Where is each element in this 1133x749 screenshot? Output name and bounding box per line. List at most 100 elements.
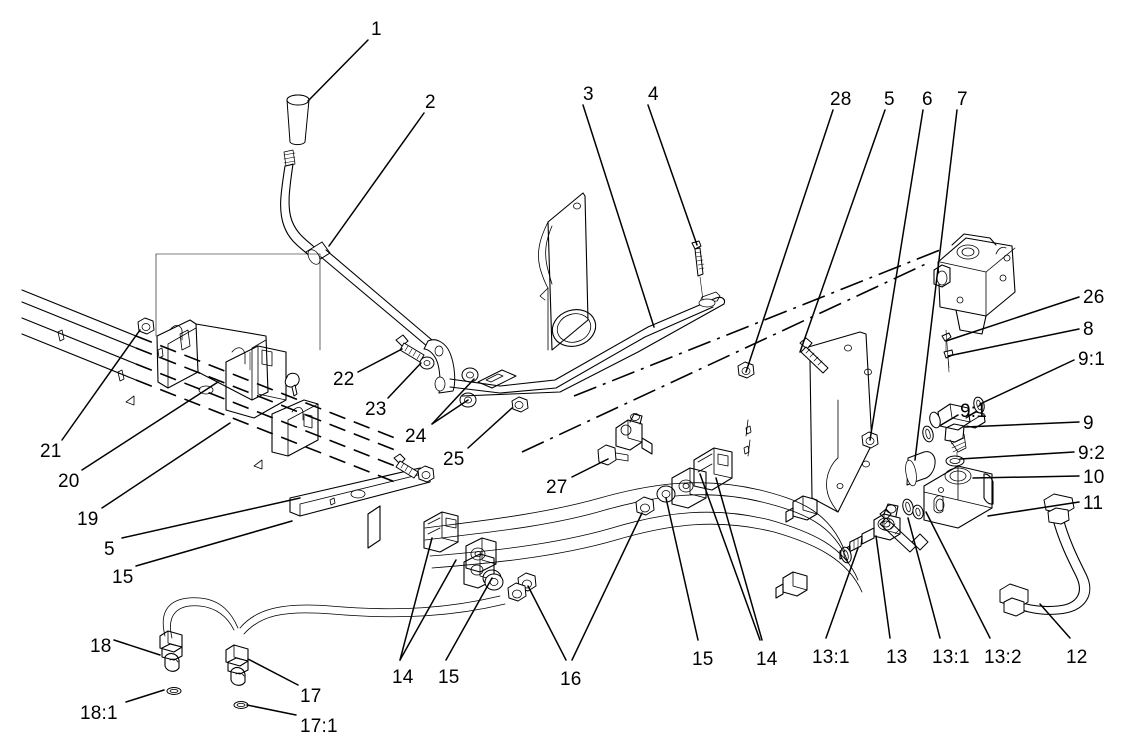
callout-label-2: 2 [425, 92, 436, 113]
part-rails-assembly [21, 289, 401, 485]
part-7-bushing [905, 451, 936, 487]
leader-line-14 [399, 559, 457, 661]
part-right-plate [804, 331, 873, 513]
callout-label-27: 27 [546, 477, 568, 498]
part-12-hose [999, 493, 1091, 617]
leader-line-4 [647, 104, 698, 246]
callout-label-26: 26 [1083, 287, 1105, 308]
leader-line-15 [665, 497, 699, 641]
leader-line-28 [745, 109, 834, 373]
part-21-bracket-lower [253, 399, 319, 470]
leader-line-20 [81, 381, 219, 471]
construction-lines [155, 249, 941, 453]
callout-label-7: 7 [957, 89, 968, 110]
leader-line-15 [445, 577, 493, 661]
leader-line-12 [1039, 603, 1071, 639]
hydraulic-hose-lines [162, 482, 863, 639]
callout-label-17-1: 17:1 [300, 716, 338, 737]
callout-label-11: 11 [1083, 493, 1104, 514]
callout-label-3: 3 [583, 84, 594, 105]
leader-line-14 [715, 477, 763, 641]
leader-line-17-1 [246, 704, 297, 716]
part-10-valve-body [923, 465, 994, 529]
callout-label-18: 18 [90, 636, 112, 657]
callout-label-13-2: 13:2 [984, 647, 1022, 668]
part-5-screw-right [799, 337, 829, 374]
part-24-washers [459, 367, 479, 408]
callout-label-28: 28 [830, 89, 852, 110]
part-1-knob [286, 94, 310, 146]
leader-line-21 [61, 329, 141, 441]
leader-line-8 [947, 328, 1080, 357]
part-26-valve-block [933, 233, 1016, 335]
part-3-4-main-plate [538, 192, 597, 351]
leader-line-24 [431, 399, 469, 425]
callout-label-17: 17 [300, 686, 322, 707]
small-pins [743, 419, 752, 457]
callout-label-14: 14 [392, 667, 414, 688]
callout-label-21: 21 [40, 441, 62, 462]
leader-line-13-1 [825, 547, 859, 639]
part-22-bolt [395, 334, 425, 363]
leader-line-25 [467, 407, 513, 449]
leader-line-9 [964, 421, 1080, 428]
callout-label-4: 4 [648, 84, 659, 105]
leader-line-6 [869, 109, 924, 441]
part-14-clamp-mid [671, 467, 707, 509]
callout-label-15: 15 [112, 567, 134, 588]
leader-line-9-2 [959, 451, 1075, 460]
callout-label-5: 5 [884, 89, 895, 110]
leader-line-13-2 [925, 511, 991, 639]
part-9-1-oring-a [973, 396, 985, 414]
part-4-screw [691, 240, 705, 301]
leader-line-11 [987, 501, 1080, 517]
leader-line-2 [328, 112, 425, 247]
part-17-1-oring [233, 701, 249, 709]
part-13-2-oring [912, 504, 924, 520]
leader-line-17 [247, 658, 299, 686]
leader-line-22 [357, 348, 403, 373]
part-25-nut [511, 396, 529, 413]
part-16-nut-b [635, 496, 655, 516]
leader-line-1 [307, 39, 369, 102]
part-grommet [477, 369, 517, 389]
leader-line-13 [875, 535, 891, 639]
part-27-bolt [597, 444, 629, 466]
leader-line-9-1 [940, 414, 959, 426]
callout-label-15: 15 [692, 649, 714, 670]
callout-label-6: 6 [922, 89, 933, 110]
callout-label-1: 1 [371, 19, 382, 40]
callout-label-12: 12 [1066, 647, 1088, 668]
part-5-bottom-rail [289, 467, 431, 549]
part-9-elbow-fitting [929, 403, 986, 453]
leader-line-15 [135, 520, 293, 567]
callout-label-9-1: 9:1 [1078, 349, 1106, 370]
callout-label-18-1: 18:1 [80, 703, 118, 724]
part-23-washer [419, 356, 435, 370]
callout-label-14: 14 [756, 649, 778, 670]
part-19-bracket-upper [156, 319, 269, 401]
leader-line-16 [527, 585, 567, 661]
callout-label-16: 16 [560, 669, 582, 690]
callout-label-24: 24 [405, 426, 427, 447]
leader-line-19 [101, 422, 231, 509]
part-18-fitting [159, 630, 183, 672]
leader-line-16 [571, 512, 643, 661]
leader-line-5 [799, 109, 886, 353]
part-13-1-oring-b [902, 498, 914, 516]
callout-label-9-2: 9:2 [1078, 443, 1106, 464]
leader-line-13-1 [907, 517, 941, 639]
leader-line-27 [571, 458, 609, 478]
part-15-clamp-left-nut [465, 537, 497, 573]
leader-line-18-1 [125, 689, 165, 703]
part-clamp-bottom [463, 553, 527, 602]
part-bracket-fasteners [137, 317, 435, 483]
callout-label-19: 19 [77, 509, 99, 530]
callout-label-20: 20 [58, 471, 80, 492]
callout-leader-lines [61, 39, 1080, 716]
leader-line-26 [945, 296, 1080, 342]
leader-line-5 [121, 497, 301, 539]
leader-line-10 [972, 475, 1080, 479]
